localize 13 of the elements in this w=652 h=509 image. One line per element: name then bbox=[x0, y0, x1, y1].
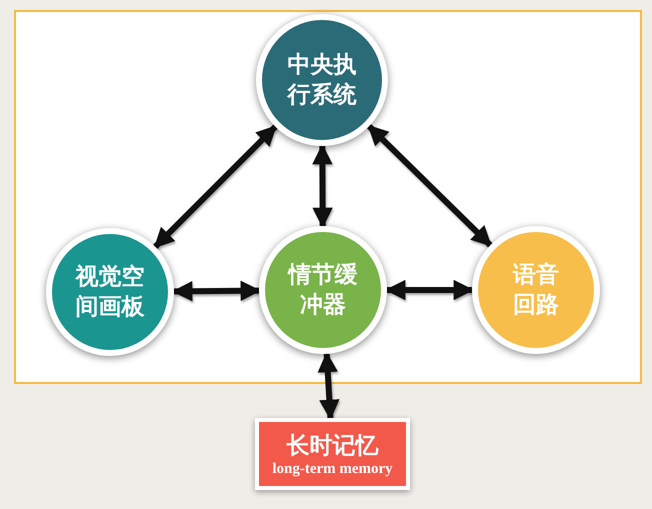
node-label: 语音回路 bbox=[512, 261, 560, 320]
double-arrow bbox=[367, 124, 492, 248]
double-arrow bbox=[318, 352, 340, 420]
node-label: 长时记忆 bbox=[286, 432, 378, 460]
double-arrow bbox=[153, 124, 278, 249]
node-subtitle: long-term memory bbox=[272, 460, 393, 478]
double-arrow bbox=[384, 280, 474, 300]
memory-box bbox=[255, 418, 410, 490]
double-arrow bbox=[172, 280, 262, 302]
node-label: 视觉空间画板 bbox=[74, 263, 146, 322]
node-label: 中央执行系统 bbox=[286, 51, 358, 110]
double-arrow bbox=[312, 144, 333, 228]
node-label: 情节缓冲器 bbox=[286, 261, 358, 320]
